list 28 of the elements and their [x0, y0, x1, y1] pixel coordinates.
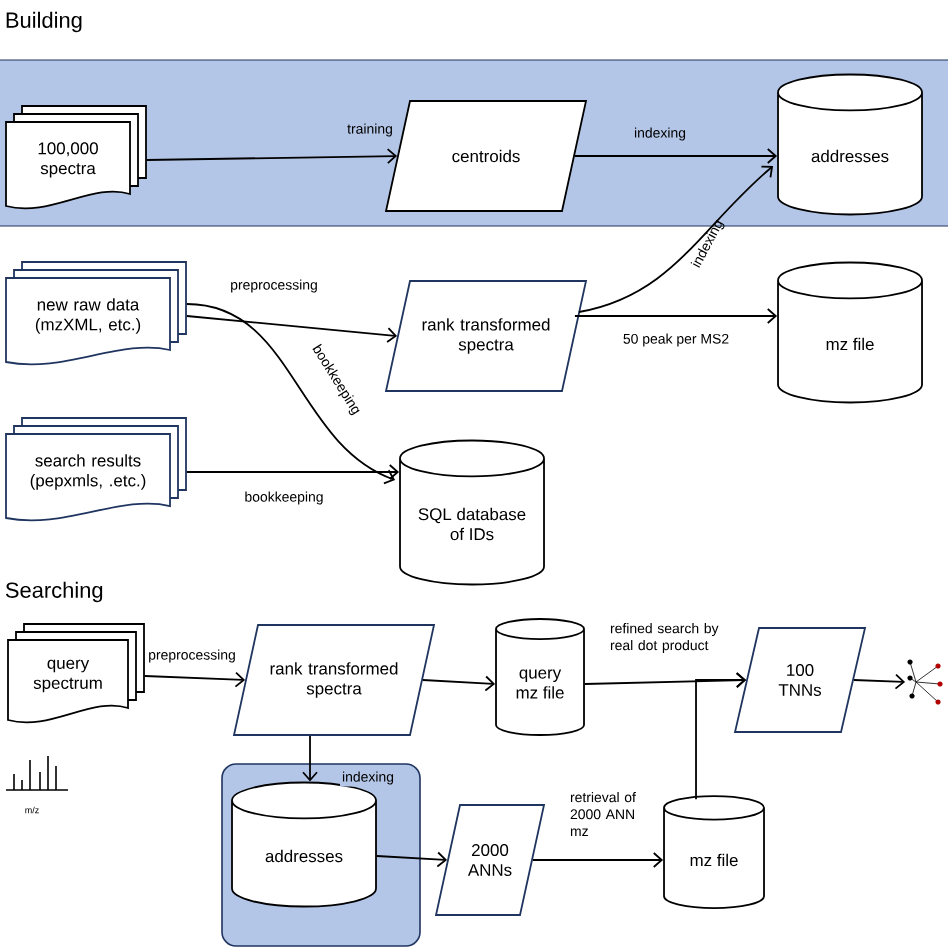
database-cylinder: SQL database of IDs [399, 439, 545, 586]
arrow [695, 672, 747, 801]
database-cylinder: addresses [777, 73, 923, 216]
network-drawing [907, 659, 943, 705]
document-stack: search results (pepxmls, .etc.) [5, 417, 187, 522]
arrow [422, 675, 496, 692]
document-stack: new raw data (mzXML, etc.) [5, 261, 187, 366]
database-cylinder: query mz file [495, 618, 585, 736]
database-cylinder: mz file [777, 261, 923, 404]
database-cylinder: addresses [231, 781, 377, 908]
arrow [146, 148, 398, 165]
arrow [302, 735, 318, 782]
document-stack: query spectrum [7, 623, 145, 724]
arrow [144, 671, 246, 688]
section-heading: Searching [5, 581, 103, 603]
document-stack: 100,000 spectra [5, 105, 147, 210]
section-heading: Building [6, 11, 82, 33]
arrow [186, 315, 398, 343]
arrow [532, 852, 664, 868]
arrow [574, 308, 778, 324]
arrow [584, 672, 747, 689]
arrow [186, 464, 400, 480]
arrow [376, 851, 448, 868]
database-cylinder: mz file [663, 795, 765, 909]
arrow [578, 165, 774, 313]
arrow [186, 303, 396, 485]
arrow [853, 673, 906, 690]
arrow [574, 148, 778, 164]
